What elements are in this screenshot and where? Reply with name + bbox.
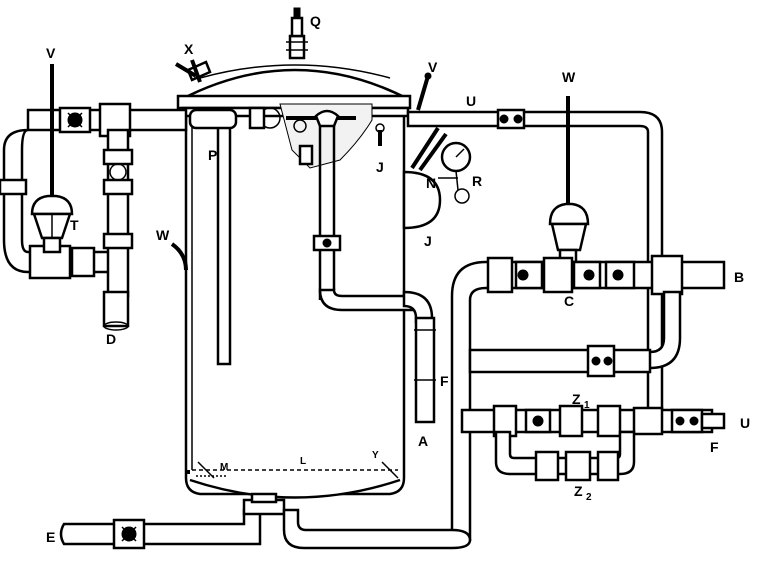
pipe-w-left [170,242,188,271]
temperature-regulator-t [30,64,74,254]
label-v-left: V [46,45,56,61]
gauge-assembly [402,126,472,230]
label-z2-sub: 2 [586,492,592,503]
steam-supply-line [450,254,726,542]
label-d: D [106,331,116,347]
label-f-mid: F [440,373,449,389]
label-j-top: J [376,159,384,175]
left-steam-line [0,102,188,331]
label-u-right: U [740,415,750,431]
label-n: N [426,175,436,191]
label-v-top: V [428,59,438,75]
label-e: E [46,529,55,545]
label-c: C [564,293,574,309]
label-a: A [418,433,428,449]
label-u-top: U [466,93,476,109]
internal-pipe-p [188,106,281,366]
safety-valve-q [286,7,308,60]
vent-pipe [312,109,436,424]
thermometer-v-right [416,72,432,111]
label-z1-sub: 1 [584,400,590,411]
label-w-top: W [562,69,576,85]
drain-line-e [59,492,472,550]
label-q: Q [310,13,321,29]
lid-clamp-x [174,59,212,83]
diagram-labels: Q X V V U W P J N R J T W D C B F A Z 1 … [46,13,750,545]
label-x: X [184,41,194,57]
perforated-bottom [186,461,399,479]
label-z2: Z [574,483,583,499]
label-j-bottom: J [424,233,432,249]
label-t: T [70,217,79,233]
label-p: P [208,147,217,163]
temperature-regulator-w [548,202,590,266]
label-f-right: F [710,439,719,455]
label-r: R [472,173,482,189]
label-b: B [734,269,744,285]
label-z1: Z [572,391,581,407]
label-w-left: W [156,227,170,243]
label-y: Y [372,450,379,461]
label-l: L [300,456,306,467]
bypass-z1-z2 [460,404,726,482]
label-m: M [220,462,228,473]
